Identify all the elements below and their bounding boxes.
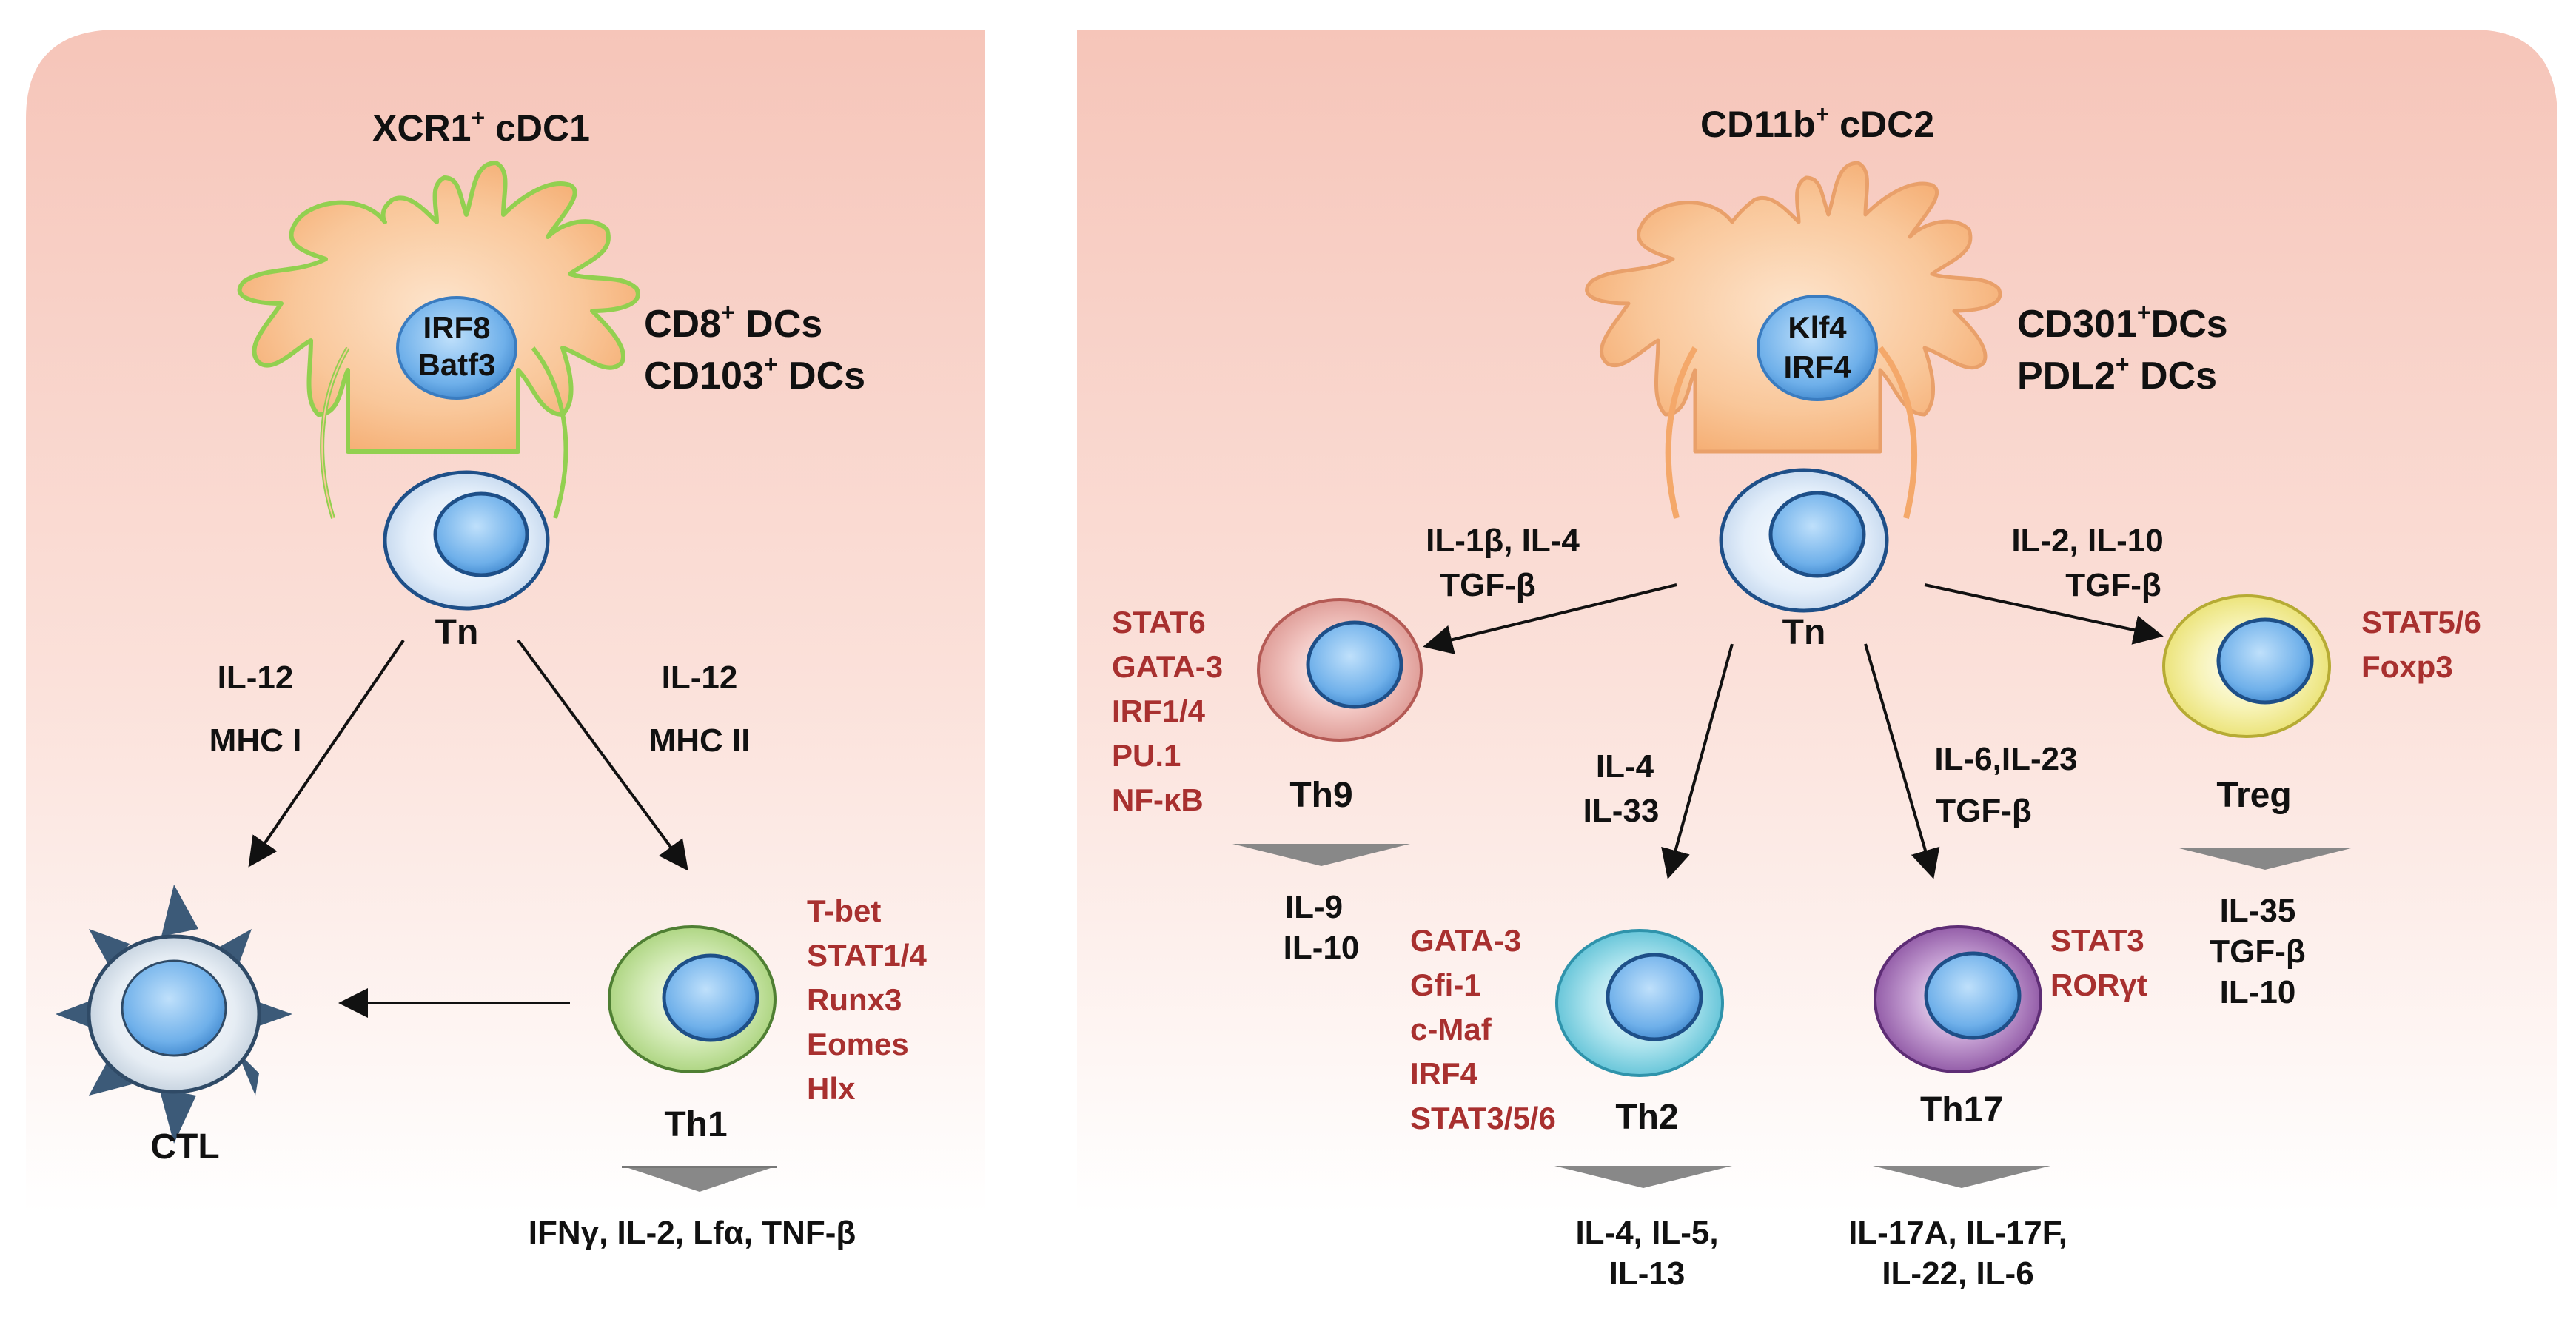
arrow-to-ctl-label-1: IL-12 <box>218 660 294 696</box>
cdc2-naive-t-cell <box>1719 468 1889 613</box>
th17-cell <box>1874 925 2042 1073</box>
cdc1-subset-label-1: CD8+ DCs <box>644 299 822 346</box>
th9-cytokine-arrow <box>1232 844 1410 866</box>
arrow-tn-to-th2 <box>1661 643 1734 879</box>
th17-cytokine-1: IL-17A, IL-17F, <box>1848 1215 2067 1251</box>
treg-cytokine-1: IL-35 <box>2220 893 2296 929</box>
th9-label: Th9 <box>1289 776 1352 815</box>
svg-text:GATA-3: GATA-3 <box>1410 923 1521 958</box>
svg-text:STAT1/4: STAT1/4 <box>807 938 927 973</box>
th9-cytokine-1: IL-9 <box>1285 889 1343 925</box>
arrow-to-th9-label-1: IL-1β, IL-4 <box>1426 523 1580 559</box>
arrow-to-th17-label-1: IL-6,IL-23 <box>1934 741 2077 777</box>
left-panel: XCR1+ cDC1 IRF8 Batf3 CD8+ DCs CD103+ DC… <box>26 30 985 1251</box>
treg-cytokine-3: IL-10 <box>2220 974 2296 1010</box>
th2-cell <box>1555 929 1724 1077</box>
right-panel: CD11b+ cDC2 Klf4 IRF4 CD301+DCs PDL2+ DC… <box>1077 30 2557 1292</box>
arrow-to-th1-label-2: MHC II <box>649 722 751 759</box>
arrow-to-treg-label-1: IL-2, IL-10 <box>2011 523 2163 559</box>
ctl-label: CTL <box>150 1127 219 1167</box>
right-panel-background <box>1077 30 2557 1214</box>
cdc2-nucleus <box>1757 295 1878 401</box>
th1-cytokine-arrow <box>622 1166 777 1192</box>
cdc1-naive-label: Tn <box>435 613 479 652</box>
svg-text:STAT3: STAT3 <box>2050 923 2144 958</box>
svg-text:STAT6: STAT6 <box>1112 605 1206 640</box>
arrow-to-th2-label-2: IL-33 <box>1583 793 1660 829</box>
th17-factors: STAT3 RORγt <box>2050 923 2147 1002</box>
svg-text:Gfi-1: Gfi-1 <box>1410 967 1481 1002</box>
th1-cell <box>608 925 777 1073</box>
arrow-to-th2-label-1: IL-4 <box>1596 748 1654 785</box>
cdc2-subset-label-1: CD301+DCs <box>2017 299 2228 346</box>
arrow-tn-to-th17 <box>1864 643 1940 879</box>
treg-cytokine-arrow <box>2176 848 2354 870</box>
th2-cytokine-2: IL-13 <box>1609 1255 1686 1292</box>
svg-text:Hlx: Hlx <box>807 1071 856 1106</box>
svg-text:STAT5/6: STAT5/6 <box>2361 605 2481 640</box>
right-panel-title: CD11b+ cDC2 <box>1700 101 1934 145</box>
cdc2-dendritic-cell: Klf4 IRF4 <box>1585 161 2002 519</box>
th17-cytokine-arrow <box>1873 1166 2050 1188</box>
cdc2-subset-label-2: PDL2+ DCs <box>2017 351 2217 397</box>
arrow-tn-to-ctl <box>248 639 405 868</box>
th9-cell <box>1257 598 1423 742</box>
th2-cytokine-1: IL-4, IL-5, <box>1575 1215 1718 1251</box>
treg-label: Treg <box>2216 776 2291 815</box>
cdc1-naive-t-cell <box>383 470 550 611</box>
svg-text:c-Maf: c-Maf <box>1410 1012 1492 1047</box>
svg-text:Runx3: Runx3 <box>807 982 902 1017</box>
th1-label: Th1 <box>664 1105 727 1144</box>
arrow-to-ctl-label-2: MHC I <box>209 722 302 759</box>
svg-text:PU.1: PU.1 <box>1112 738 1181 773</box>
cdc1-nucleus-line-2: Batf3 <box>417 347 495 382</box>
th9-factors: STAT6 GATA-3 IRF1/4 PU.1 NF-κB <box>1112 605 1223 817</box>
cdc2-naive-label: Tn <box>1782 613 1826 652</box>
svg-text:IRF1/4: IRF1/4 <box>1112 694 1206 728</box>
svg-text:GATA-3: GATA-3 <box>1112 649 1223 684</box>
arrow-tn-to-th9 <box>1423 583 1677 654</box>
cdc1-nucleus <box>396 296 517 400</box>
svg-text:IRF4: IRF4 <box>1410 1056 1478 1091</box>
cdc2-nucleus-line-2: IRF4 <box>1783 349 1851 384</box>
svg-text:RORγt: RORγt <box>2050 967 2147 1002</box>
th1-factors: T-bet STAT1/4 Runx3 Eomes Hlx <box>807 893 927 1106</box>
arrow-tn-to-th1 <box>517 639 688 871</box>
arrow-to-treg-label-2: TGF-β <box>2065 567 2161 603</box>
svg-text:Eomes: Eomes <box>807 1027 909 1061</box>
th2-factors: GATA-3 Gfi-1 c-Maf IRF4 STAT3/5/6 <box>1410 923 1556 1135</box>
th2-cytokine-arrow <box>1554 1166 1732 1188</box>
cdc1-nucleus-line-1: IRF8 <box>423 310 490 345</box>
svg-text:NF-κB: NF-κB <box>1112 782 1204 817</box>
svg-text:STAT3/5/6: STAT3/5/6 <box>1410 1101 1556 1135</box>
th9-cytokine-2: IL-10 <box>1284 930 1360 966</box>
svg-text:Foxp3: Foxp3 <box>2361 649 2453 684</box>
ctl-cell <box>56 885 292 1144</box>
th17-cytokine-2: IL-22, IL-6 <box>1882 1255 2033 1292</box>
cdc1-subset-label-2: CD103+ DCs <box>644 351 865 397</box>
th1-cytokines: IFNγ, IL-2, Lfα, TNF-β <box>529 1215 856 1251</box>
arrow-to-th1-label-1: IL-12 <box>662 660 738 696</box>
treg-cell <box>2162 594 2331 738</box>
treg-cytokine-2: TGF-β <box>2210 933 2306 970</box>
arrow-tn-to-treg <box>1924 583 2164 645</box>
th2-label: Th2 <box>1615 1098 1678 1137</box>
arrow-to-th9-label-2: TGF-β <box>1440 567 1536 603</box>
cdc2-nucleus-line-1: Klf4 <box>1788 310 1847 345</box>
arrow-to-th17-label-2: TGF-β <box>1936 793 2032 829</box>
treg-factors: STAT5/6 Foxp3 <box>2361 605 2481 684</box>
cdc1-dendritic-cell: IRF8 Batf3 <box>237 161 640 519</box>
svg-text:T-bet: T-bet <box>807 893 881 928</box>
left-panel-title: XCR1+ cDC1 <box>372 104 590 149</box>
th17-label: Th17 <box>1920 1090 2003 1130</box>
